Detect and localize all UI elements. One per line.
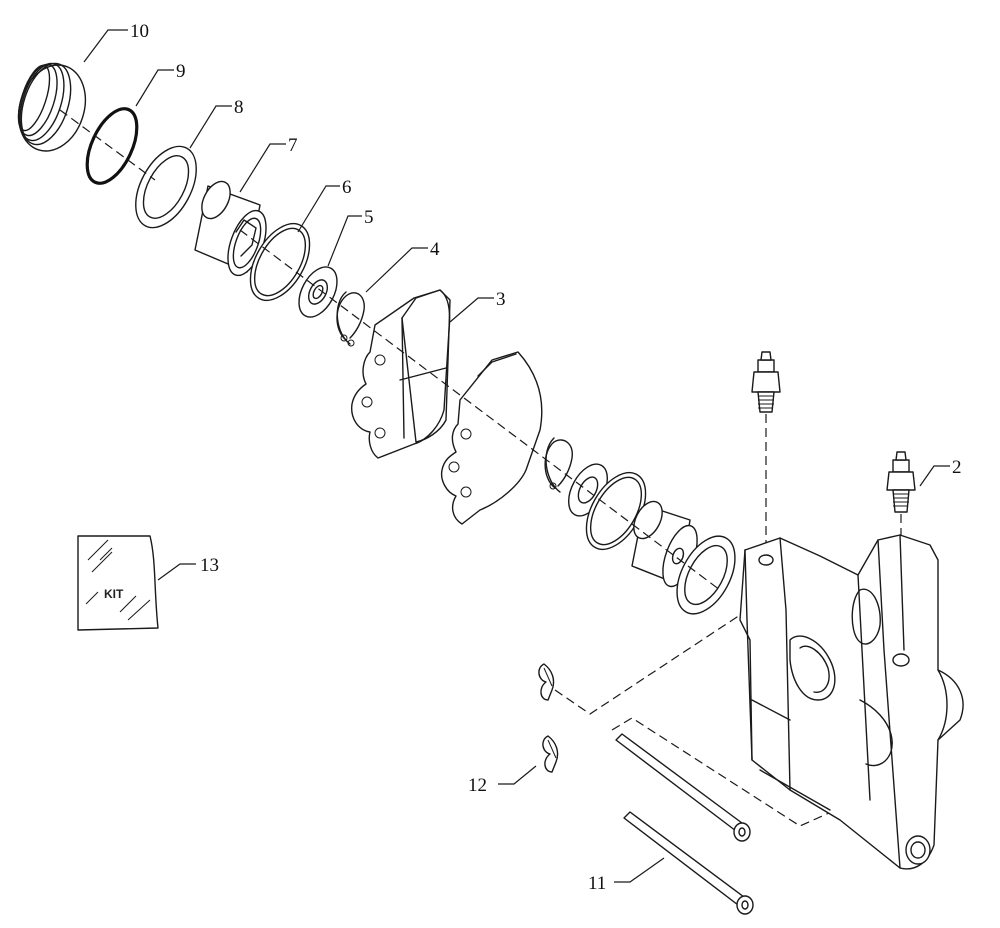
part-8-seal-lower	[676, 535, 736, 615]
part-3-brake-pad-front	[351, 289, 451, 459]
part-12-clip-upper	[538, 663, 555, 701]
label-part-9: 9	[176, 61, 186, 82]
part-number-labels: 10 9 8 7 6 5 4 3 2 13 12 11	[130, 21, 962, 894]
part-2-bleed-screw-lower	[886, 451, 916, 513]
part-12-clip-lower	[542, 735, 559, 773]
part-11-pin-upper	[615, 733, 751, 842]
part-11-pin-lower	[623, 811, 754, 915]
part-6-ring	[249, 222, 311, 302]
label-part-5: 5	[364, 207, 374, 228]
part-4-circlip-lower	[544, 437, 573, 493]
part-10-cap	[17, 62, 87, 152]
label-part-7: 7	[288, 135, 298, 156]
label-part-4: 4	[430, 239, 440, 260]
label-part-8: 8	[234, 97, 244, 118]
part-4-circlip	[336, 291, 365, 347]
kit-label: KIT	[104, 587, 124, 601]
part-13-kit-bag: KIT	[77, 535, 159, 631]
label-part-10: 10	[130, 21, 149, 42]
label-part-2: 2	[952, 457, 962, 478]
part-2-bleed-screw-upper	[751, 351, 781, 413]
caliper-body	[739, 534, 964, 870]
label-part-6: 6	[342, 177, 352, 198]
label-part-3: 3	[496, 289, 506, 310]
label-part-13: 13	[200, 555, 219, 576]
part-9-o-ring	[85, 107, 139, 185]
leader-lines	[83, 29, 950, 883]
part-3-brake-pad-rear	[440, 351, 543, 525]
label-part-12: 12	[468, 775, 487, 796]
part-5-washer	[298, 266, 338, 318]
part-8-seal	[135, 145, 197, 229]
label-part-11: 11	[588, 873, 606, 894]
part-7-piston-lower	[631, 500, 698, 588]
part-7-piston	[194, 180, 267, 277]
